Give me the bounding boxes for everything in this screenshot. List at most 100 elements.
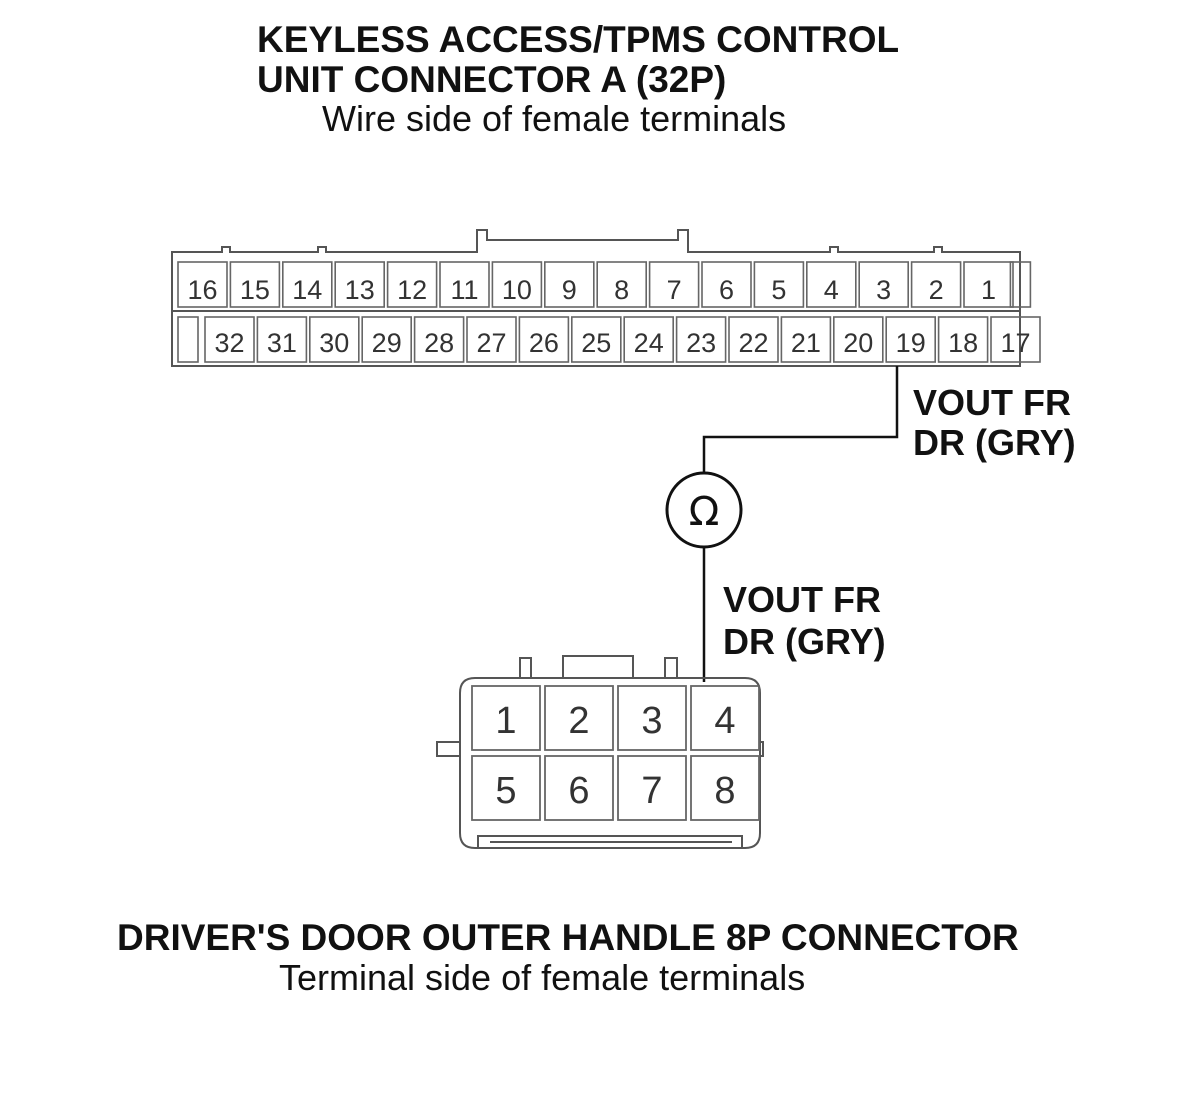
- connector-a-cell: [229, 261, 281, 308]
- connector-a-cell: [885, 316, 937, 363]
- connector-b-cell: [471, 685, 541, 751]
- connector-a-cell: [518, 316, 570, 363]
- wire-vout-fr-dr: [702, 366, 899, 476]
- connector-b-latch-left: [519, 657, 532, 678]
- connector-b-latch-right: [664, 657, 678, 678]
- connector-a-cell: [858, 261, 910, 308]
- connector-a-pin-29: 29: [372, 328, 402, 358]
- connector-a-cell: [334, 261, 386, 308]
- connector-b-row1-pins: 1 2 3 4: [495, 700, 735, 742]
- ohmmeter-icon: Ω: [665, 471, 743, 549]
- connector-a-pin-1: 1: [981, 275, 996, 305]
- connector-a-cell: [308, 316, 360, 363]
- connector-a-pin-30: 30: [319, 328, 349, 358]
- connector-a-cell: [675, 316, 727, 363]
- connector-a-pin-21: 21: [791, 328, 821, 358]
- connector-a-cell: [466, 316, 517, 363]
- connector-b-pin-4: 4: [714, 700, 735, 742]
- connector-b-housing: [459, 677, 761, 849]
- connector-a-pin-26: 26: [529, 328, 559, 358]
- wire-label-upper-line1: VOUT FR: [913, 382, 1071, 423]
- connector-b-pin-1: 1: [495, 700, 516, 742]
- connector-a-pin-22: 22: [738, 328, 768, 358]
- connector-b-tab-right: [760, 741, 764, 757]
- connector-a-empty-slot: [177, 316, 199, 363]
- connector-a-empty-slot: [1009, 261, 1032, 308]
- connector-a-pin-13: 13: [345, 275, 375, 305]
- connector-a-pin-16: 16: [187, 275, 217, 305]
- connector-a-pin-12: 12: [397, 275, 427, 305]
- connector-a-cell: [623, 316, 675, 363]
- connector-a-cell: [596, 261, 648, 308]
- connector-b-pin-7: 7: [641, 770, 662, 812]
- connector-a-cell: [386, 261, 438, 308]
- connector-a-pin-27: 27: [476, 328, 506, 358]
- connector-b-cell: [617, 685, 687, 751]
- connector-a-cell: [805, 261, 857, 308]
- connector-a-cell: [413, 316, 465, 363]
- connector-a-pin-20: 20: [843, 328, 873, 358]
- connector-a-pin-4: 4: [824, 275, 839, 305]
- connector-a-cell: [832, 316, 884, 363]
- connector-a-cell: [439, 261, 490, 308]
- connector-a-pin-11: 11: [450, 275, 478, 305]
- connector-a-pin-32: 32: [214, 328, 244, 358]
- connector-a-pin-10: 10: [502, 275, 532, 305]
- connector-a-cell: [701, 261, 752, 308]
- connector-a-pin-5: 5: [771, 275, 786, 305]
- connector-a-pin-19: 19: [896, 328, 926, 358]
- connector-a-cell: [543, 261, 595, 308]
- wire-label-lower-line1: VOUT FR: [723, 579, 881, 620]
- connector-a-cell: [780, 316, 832, 363]
- connector-a-pin-24: 24: [634, 328, 664, 358]
- connector-a-cell: [753, 261, 805, 308]
- connector-a-cell: [204, 316, 255, 363]
- connector-b-pin-3: 3: [641, 700, 662, 742]
- connector-b-pin-6: 6: [568, 770, 589, 812]
- ohm-symbol: Ω: [689, 489, 720, 535]
- connector-a-pin-6: 6: [719, 275, 734, 305]
- wire-label-lower-line2: DR (GRY): [723, 621, 886, 662]
- connector-a-pin-25: 25: [581, 328, 611, 358]
- connector-a-pin-28: 28: [424, 328, 454, 358]
- connector-a-pin-8: 8: [614, 275, 629, 305]
- connector-a-cell: [728, 316, 779, 363]
- connector-b-cell: [471, 755, 541, 821]
- connector-a-cell: [256, 316, 308, 363]
- connector-a-pin-17: 17: [1000, 328, 1030, 358]
- connector-a-pin-7: 7: [667, 275, 682, 305]
- connector-b-cell: [690, 755, 760, 821]
- ohmmeter-circle: [665, 471, 743, 549]
- connector-a-pin-3: 3: [876, 275, 891, 305]
- connector-a-title-line1: KEYLESS ACCESS/TPMS CONTROL: [257, 19, 899, 60]
- connector-a-subtitle: Wire side of female terminals: [322, 98, 786, 139]
- connector-a-cell: [990, 316, 1041, 363]
- connector-a-title-line2: UNIT CONNECTOR A (32P): [257, 59, 726, 100]
- connector-a-cell: [570, 316, 622, 363]
- connector-a-cells: [177, 261, 1041, 363]
- connector-b-cells: [471, 685, 760, 821]
- connector-b-pin-8: 8: [714, 770, 735, 812]
- wire-label-upper-line2: DR (GRY): [913, 422, 1076, 463]
- connector-a-pin-14: 14: [292, 275, 322, 305]
- connector-a-pin-31: 31: [267, 328, 297, 358]
- connector-a-cell: [491, 261, 543, 308]
- connector-b-cell: [690, 685, 760, 751]
- connector-a-pin-9: 9: [562, 275, 577, 305]
- connector-a-housing: [171, 229, 1021, 367]
- connector-b-latch-center: [562, 655, 634, 678]
- connector-a-cell: [910, 261, 962, 308]
- connector-b-pin-2: 2: [568, 700, 589, 742]
- connector-b-cell: [544, 755, 614, 821]
- connector-a-cell: [648, 261, 700, 308]
- connector-b-subtitle: Terminal side of female terminals: [279, 957, 805, 998]
- connector-a-pin-2: 2: [929, 275, 944, 305]
- connector-b-title: DRIVER'S DOOR OUTER HANDLE 8P CONNECTOR: [117, 917, 1019, 958]
- connector-b-cell: [544, 685, 614, 751]
- connector-a-pin-18: 18: [948, 328, 978, 358]
